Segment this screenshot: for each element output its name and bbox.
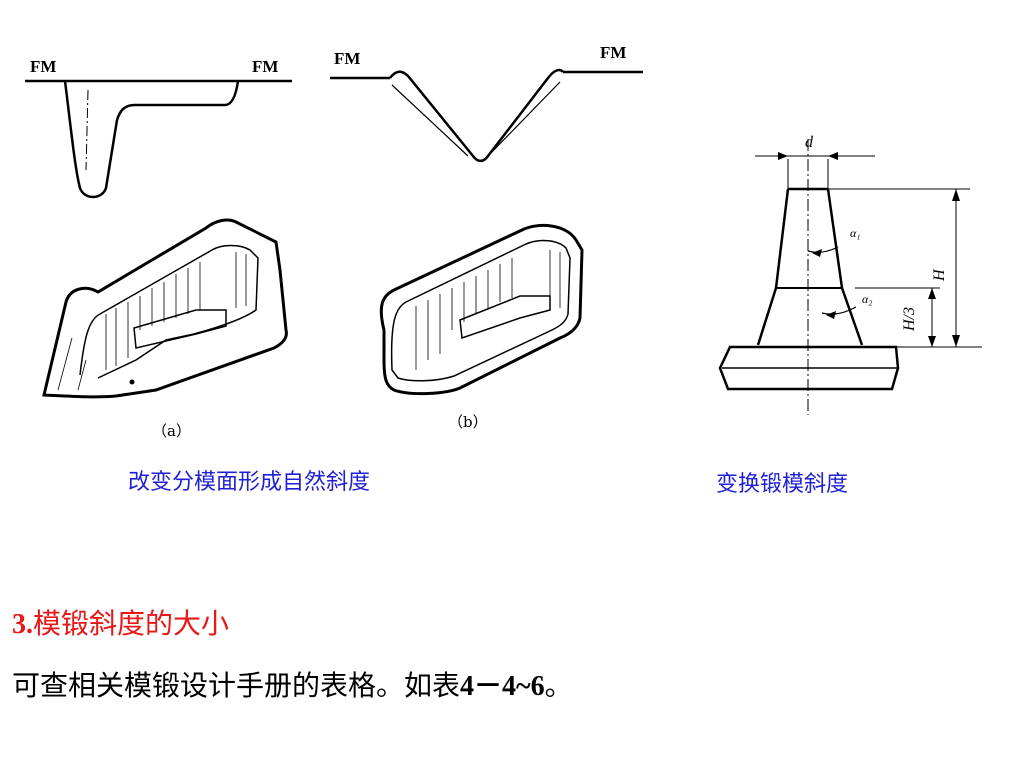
alpha2-label: α₂ [862,292,872,306]
figure-a-section: FM FM [20,50,300,205]
caption-change-draft: 变换锻模斜度 [716,472,849,497]
body-text: 可查相关模锻设计手册的表格。如表 [12,669,461,702]
fm-label-b-right: FM [600,43,626,62]
heading-text: 模锻斜度的大小 [33,607,230,640]
section-body: 可查相关模锻设计手册的表格。如表4－4~6。 [12,664,573,704]
dim-H-label: H [931,268,948,282]
fm-label-b-left: FM [334,49,360,68]
figure-c-drawing: d H H/3 α₁ α₂ [700,125,1000,420]
alpha1-label: α₁ [850,226,860,240]
fm-label-a-left: FM [30,57,56,76]
table-reference: 4－4~6 [460,671,545,702]
section-heading: 3.模锻斜度的大小 [12,602,229,642]
figure-b-label: （b） [448,413,488,431]
fm-label-a-right: FM [252,57,278,76]
body-end: 。 [544,669,573,702]
dim-d-label: d [805,134,814,151]
figure-b-block [370,210,610,400]
caption-natural-draft: 改变分模面形成自然斜度 [128,470,371,495]
dim-H3-label: H/3 [901,307,918,332]
figure-labels: （a） （b） [0,410,520,440]
figure-a-block [36,210,296,440]
figure-b-section: FM FM [328,38,648,168]
figure-a-label: （a） [152,422,191,440]
heading-number: 3. [12,609,33,640]
